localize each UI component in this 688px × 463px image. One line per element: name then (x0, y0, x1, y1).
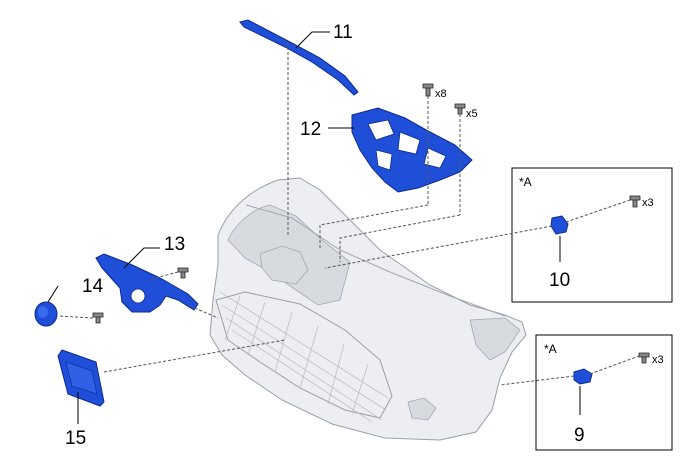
callout-10: 10 (549, 270, 570, 291)
part-9-clip (573, 368, 593, 385)
part-15-license-bracket (57, 349, 105, 407)
callout-14: 14 (82, 276, 104, 297)
part-13-lower-bracket (95, 253, 199, 313)
detail-box-upper-label: *A (519, 175, 532, 189)
clip-x5-icon (454, 103, 466, 115)
screw-part-13-upper-icon (177, 267, 189, 279)
assembly-guide-lines (57, 42, 575, 386)
screw-part-14-icon (92, 312, 104, 324)
part-12-grille-bracket (351, 107, 473, 193)
callout-15: 15 (65, 428, 86, 449)
leader-11 (295, 31, 330, 49)
quantity-x8: x8 (435, 88, 447, 100)
box-b-screw-icon (638, 352, 650, 364)
front-bumper-cover (209, 177, 527, 441)
callout-11: 11 (333, 22, 353, 43)
front-grille-mesh (219, 291, 389, 423)
box-a-quantity: x3 (642, 197, 654, 209)
part-11-upper-molding (239, 19, 359, 96)
leader-13 (123, 247, 160, 269)
part-14-round-cap (34, 301, 58, 327)
box-b-quantity: x3 (652, 354, 664, 366)
callout-13: 13 (164, 234, 185, 255)
detail-box-lower-label: *A (544, 342, 557, 356)
callout-12: 12 (300, 119, 321, 140)
screw-x8-icon (422, 83, 434, 97)
detail-box-upper: *A x3 10 (511, 167, 673, 303)
box-a-screw-icon (629, 195, 641, 208)
leader-14 (47, 285, 59, 303)
callout-9: 9 (574, 425, 585, 446)
detail-box-lower: *A x3 9 (535, 334, 673, 451)
quantity-x5: x5 (466, 108, 478, 120)
